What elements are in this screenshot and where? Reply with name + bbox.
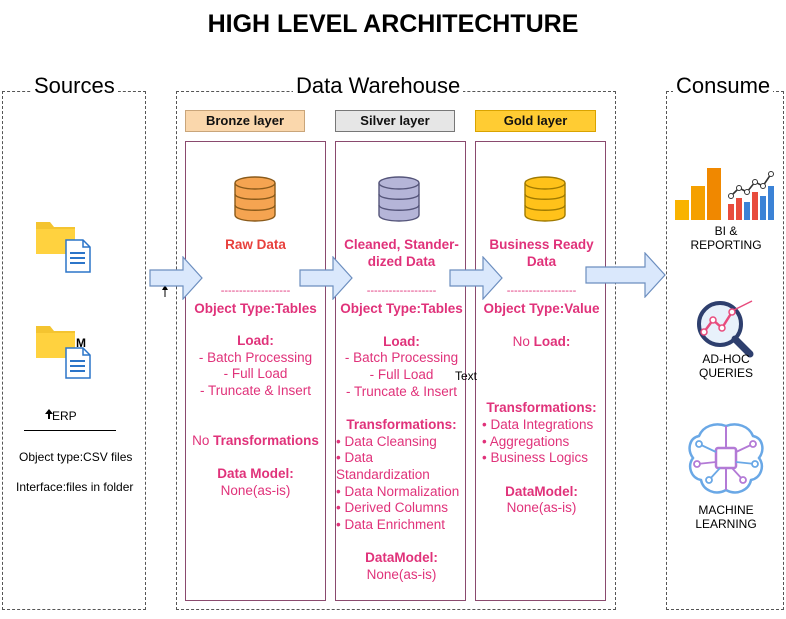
consume-ml-label: MACHINE LEARNING (676, 503, 776, 531)
consume-bi-label: BI & REPORTING (676, 224, 776, 252)
up-arrow-icon (45, 409, 53, 419)
page-title: HIGH LEVEL ARCHITECHTURE (207, 10, 579, 38)
flow-arrow-icon (585, 252, 666, 298)
bi-label-line: BI & (714, 224, 738, 238)
bronze-object-type: Object Type:Tables (194, 300, 317, 316)
silver-transform-item: • Data (336, 450, 373, 466)
gold-load: No Load: (476, 334, 607, 351)
silver-separator: ------------------- (366, 285, 437, 298)
bronze-load-item: - Full Load (223, 366, 288, 382)
gold-model-value: None(as-is) (506, 500, 577, 516)
flow-arrow-icon (449, 256, 503, 300)
bronze-model-value: None(as-is) (220, 482, 291, 498)
folder-document-icon (36, 222, 91, 273)
gold-title: Data (526, 253, 557, 269)
source-object-type: Object type:CSV files (19, 450, 133, 464)
silver-object-type: Object Type:Tables (340, 301, 463, 317)
adhoc-label-line: QUERIES (698, 366, 753, 380)
consume-adhoc-label: AD-HOC QUERIES (676, 352, 776, 380)
silver-title: Cleaned, Stander- (344, 237, 459, 252)
gold-transform-item: • Aggregations (482, 433, 570, 449)
bronze-transformations: No Transformations (186, 433, 325, 450)
erp-label: ERP (52, 409, 77, 423)
bronze-layer-header: Bronze layer (185, 110, 305, 132)
gold-transform-item: • Business Logics (482, 450, 589, 466)
ml-label-line: LEARNING (695, 517, 757, 531)
gold-title: Business Ready (489, 237, 594, 252)
silver-transform-item: • Data Cleansing (336, 433, 437, 449)
silver-transform-item: • Data Normalization (336, 483, 460, 499)
consume-title: Consume (673, 74, 774, 98)
bronze-model-heading: Data Model: (217, 466, 294, 482)
gold-layer-header: Gold layer (475, 110, 596, 132)
silver-load-item: - Full Load (369, 366, 434, 382)
gold-separator: ------------------- (506, 285, 577, 298)
database-icon (378, 176, 420, 222)
silver-transform-item: Standardization (336, 466, 430, 482)
silver-load-heading: Load: (383, 333, 420, 349)
svg-text:M: M (76, 336, 86, 350)
brain-circuit-icon (688, 423, 764, 494)
bronze-transform-heading: Transformations (213, 432, 319, 448)
bronze-load-heading: Load: (237, 333, 274, 349)
bronze-load-item: - Truncate & Insert (199, 382, 312, 398)
gold-load-heading: Load: (533, 333, 571, 349)
connector-arrow-icon (162, 285, 168, 297)
flow-arrow-icon (299, 256, 353, 300)
silver-load-item: - Batch Processing (344, 350, 459, 366)
adhoc-label-line: AD-HOC (702, 352, 750, 366)
bar-chart-icon (675, 168, 774, 220)
database-icon (524, 176, 566, 222)
sources-title: Sources (31, 74, 118, 98)
folder-document-icon: M (36, 326, 91, 379)
gold-layer-content: Business Ready Data ------------------- … (476, 237, 607, 517)
gold-object-type: Object Type:Value (483, 301, 600, 317)
silver-model-heading: DataModel: (365, 550, 438, 566)
bronze-transform-prefix: No (192, 432, 214, 448)
gold-load-prefix: No (512, 333, 534, 349)
database-icon (234, 176, 276, 222)
silver-layer-content: Cleaned, Stander- dized Data -----------… (336, 237, 467, 584)
gold-transform-item: • Data Integrations (482, 416, 594, 432)
magnifier-chart-icon (697, 300, 754, 358)
stray-text-label: Text (455, 369, 478, 383)
gold-transform-heading: Transformations: (486, 400, 597, 416)
warehouse-title: Data Warehouse (293, 74, 464, 98)
bronze-layer-content: Raw Data ------------------- Object Type… (186, 237, 325, 499)
silver-title: dized Data (367, 253, 436, 269)
bronze-load-item: - Batch Processing (198, 349, 313, 365)
ml-label-line: MACHINE (698, 503, 754, 517)
erp-underline (24, 430, 116, 431)
bronze-title: Raw Data (225, 237, 286, 252)
silver-transform-item: • Data Enrichment (336, 516, 446, 532)
silver-load-item: - Truncate & Insert (345, 383, 458, 399)
gold-layer-box (475, 141, 606, 601)
silver-transform-item: • Derived Columns (336, 500, 449, 516)
silver-model-value: None(as-is) (366, 566, 437, 582)
bi-label-line: REPORTING (690, 238, 762, 252)
silver-layer-header: Silver layer (335, 110, 455, 132)
silver-layer-box (335, 141, 466, 601)
gold-model-heading: DataModel: (505, 483, 578, 499)
flow-arrow-icon (149, 256, 203, 300)
bronze-layer-box (185, 141, 326, 601)
bronze-separator: ------------------- (220, 284, 291, 297)
source-interface: Interface:files in folder (16, 480, 134, 494)
silver-transform-heading: Transformations: (346, 417, 457, 433)
